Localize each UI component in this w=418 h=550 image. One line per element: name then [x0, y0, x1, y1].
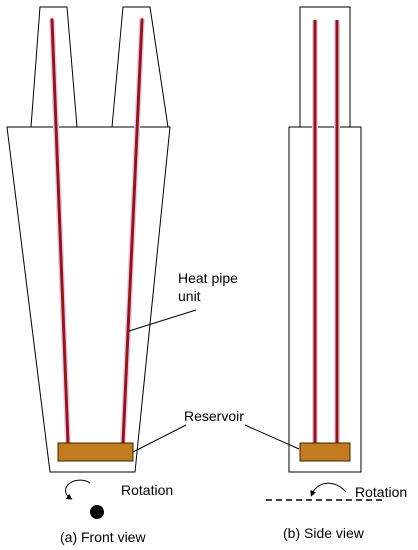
- callouts: Heat pipe unit Reservoir: [128, 270, 300, 453]
- front-rotation-arrow: [65, 479, 91, 500]
- side-reservoir: [300, 443, 350, 461]
- side-reservoir-border: [299, 442, 351, 462]
- reservoir-leader-side: [244, 424, 300, 450]
- front-reservoir: [58, 443, 133, 461]
- front-rotation-axis-dot: [90, 505, 104, 519]
- side-heat-pipes: [312, 20, 340, 443]
- front-view-caption: (a) Front view: [60, 529, 146, 545]
- side-view-caption: (b) Side view: [283, 525, 365, 541]
- front-heat-pipes: [49, 17, 145, 446]
- reservoir-label: Reservoir: [184, 408, 244, 424]
- front-housing: [6, 126, 171, 473]
- heat-pipe-leader: [128, 309, 197, 332]
- front-rotation-label: Rotation: [121, 482, 173, 498]
- reservoir-leader-front: [132, 424, 187, 453]
- side-rotation-arrow: [310, 482, 347, 497]
- side-view: Rotation (b) Side view: [266, 6, 407, 541]
- front-right-pipe: [121, 18, 144, 445]
- heat-pipe-label-line1: Heat pipe: [178, 270, 238, 286]
- front-left-pipe: [50, 18, 70, 445]
- side-top-section: [299, 6, 351, 128]
- front-view: Rotation (a) Front view: [6, 6, 173, 545]
- heat-pipe-label-line2: unit: [178, 288, 201, 304]
- side-rotation-label: Rotation: [355, 484, 407, 500]
- side-housing: [288, 126, 362, 473]
